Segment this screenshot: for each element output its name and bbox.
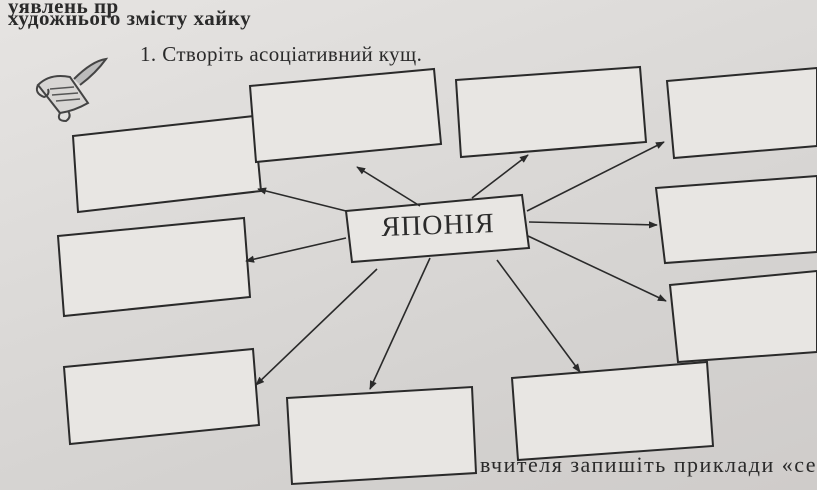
- box-right-mid: [654, 174, 817, 265]
- box-bottom-mid: [285, 385, 478, 486]
- footer-partial-text: вчителя запишіть приклади «се: [480, 452, 817, 477]
- arrow-to-box-right-lower: [527, 235, 667, 302]
- arrow-to-box-right-mid: [528, 221, 658, 229]
- center-label: ЯПОНІЯ: [380, 208, 496, 243]
- arrow-to-box-left-mid: [245, 237, 347, 263]
- scroll-quill-icon: [35, 57, 109, 123]
- box-top-right: [665, 66, 817, 160]
- box-left-mid: [56, 216, 252, 318]
- arrow-to-box-bottom-right: [496, 259, 581, 373]
- box-left-bottom: [62, 347, 261, 446]
- box-left-top: [71, 114, 263, 214]
- task-instruction: 1. Створіть асоціативний кущ.: [140, 42, 423, 66]
- arrow-to-box-top-right: [526, 141, 665, 212]
- box-top-1: [248, 67, 443, 164]
- box-top-2: [454, 65, 648, 159]
- header-line-1: уявлень пр: [8, 0, 119, 18]
- header-line-2: художнього змісту хайку: [8, 6, 252, 30]
- arrow-to-box-left-top: [257, 187, 347, 212]
- center-box: [344, 193, 531, 264]
- arrow-to-box-top-2: [471, 154, 529, 199]
- arrow-to-box-bottom-mid: [369, 257, 431, 390]
- arrow-to-box-top-1: [356, 166, 421, 207]
- box-right-lower: [668, 269, 817, 364]
- box-bottom-right: [510, 360, 715, 462]
- arrow-to-box-left-bottom: [255, 268, 378, 386]
